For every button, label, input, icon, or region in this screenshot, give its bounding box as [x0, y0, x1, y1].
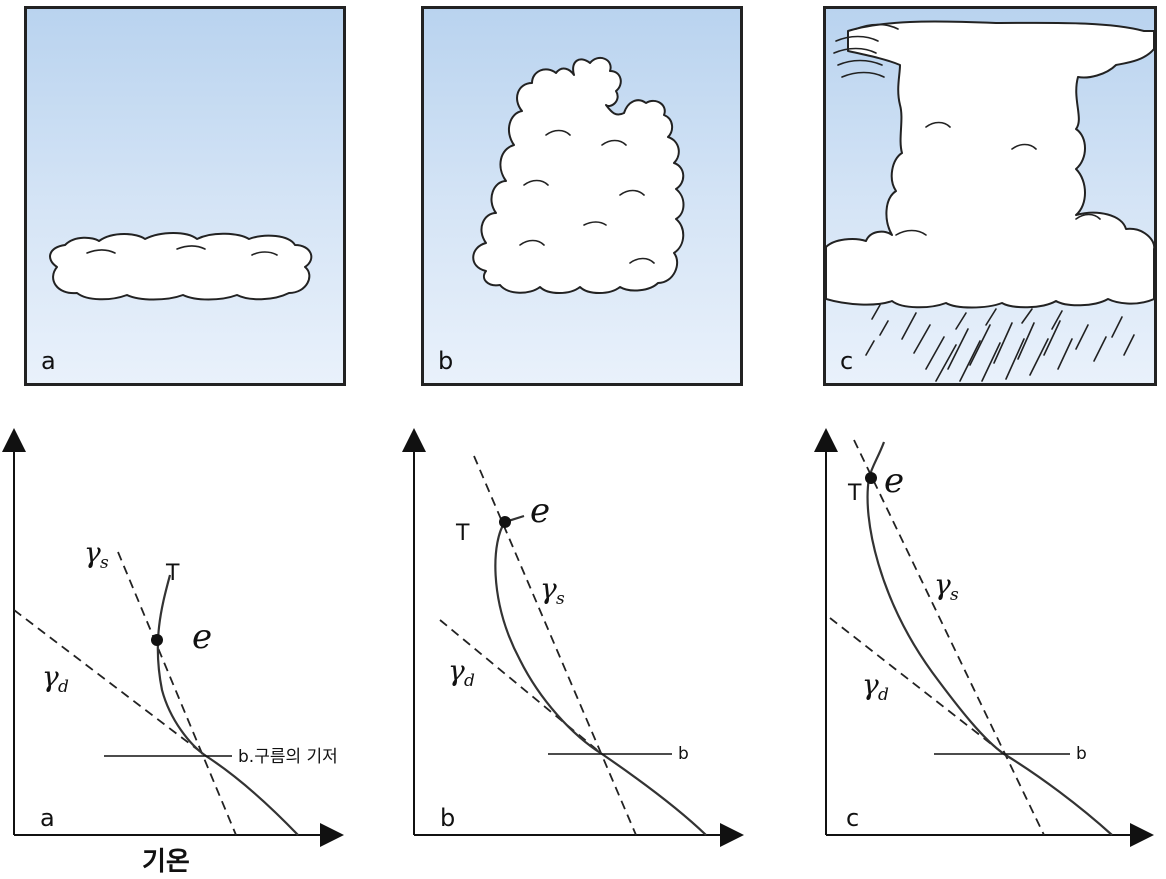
intersection-point	[865, 472, 877, 484]
gamma-s-subscript: s	[950, 585, 959, 605]
gamma-s-label: γ	[540, 572, 557, 605]
e-label: e	[884, 461, 904, 501]
diagram-b: γ s γ d T e b b	[402, 428, 744, 847]
gamma-d-line	[439, 619, 603, 755]
stratiform-cloud-illustration	[49, 232, 313, 301]
diagram-letter: c	[846, 804, 859, 832]
gamma-s-subscript: s	[100, 553, 109, 573]
temperature-curve	[494, 514, 707, 836]
gamma-d-subscript: d	[878, 685, 889, 705]
diagram-letter: a	[40, 804, 55, 832]
gamma-d-subscript: d	[464, 671, 475, 691]
gamma-d-label: γ	[862, 668, 879, 701]
e-label: e	[192, 617, 212, 657]
rain-streaks	[865, 304, 1135, 382]
x-axis-label: 기온	[142, 847, 190, 877]
gamma-d-line	[13, 609, 207, 757]
gamma-s-line	[117, 551, 237, 836]
gamma-d-label: γ	[448, 654, 465, 687]
temperature-curve	[156, 574, 299, 836]
diagram-letter: b	[440, 804, 455, 832]
intersection-point	[499, 516, 511, 528]
gamma-s-label: γ	[934, 568, 951, 601]
gamma-d-subscript: d	[58, 677, 69, 697]
temperature-curve	[866, 441, 1113, 836]
base-label: b	[1076, 744, 1087, 764]
diagram-c: γ s γ d T e b c	[814, 428, 1154, 847]
cumulus-cloud-illustration	[472, 56, 685, 294]
base-label: b	[678, 744, 689, 764]
panel-letter: a	[41, 347, 56, 375]
gamma-s-subscript: s	[556, 589, 565, 609]
intersection-point	[151, 634, 163, 646]
panel-letter: b	[438, 347, 454, 375]
gamma-s-label: γ	[84, 536, 101, 569]
cloud-panel-c: c	[823, 6, 1157, 386]
gamma-s-line	[853, 439, 1045, 836]
cloud-panel-a: a	[24, 6, 346, 386]
base-label: b.구름의 기저	[238, 747, 338, 767]
T-label: T	[847, 481, 862, 506]
T-label: T	[165, 561, 180, 586]
cumulonimbus-cloud	[826, 20, 1154, 309]
gamma-d-label: γ	[42, 660, 59, 693]
cloud-panel-b: b	[421, 6, 743, 386]
gamma-d-line	[829, 617, 1005, 755]
cumulonimbus-cloud-illustration	[826, 20, 1154, 382]
diagram-a: γ s γ d T e b.구름의 기저 a 기온	[1, 428, 344, 877]
T-label: T	[455, 521, 470, 546]
anvil-wisps	[833, 23, 899, 78]
e-label: e	[530, 491, 550, 531]
panel-letter: c	[840, 347, 854, 375]
cumulus-cloud	[472, 56, 685, 294]
gamma-s-line	[473, 455, 637, 836]
flat-cloud	[49, 232, 313, 301]
